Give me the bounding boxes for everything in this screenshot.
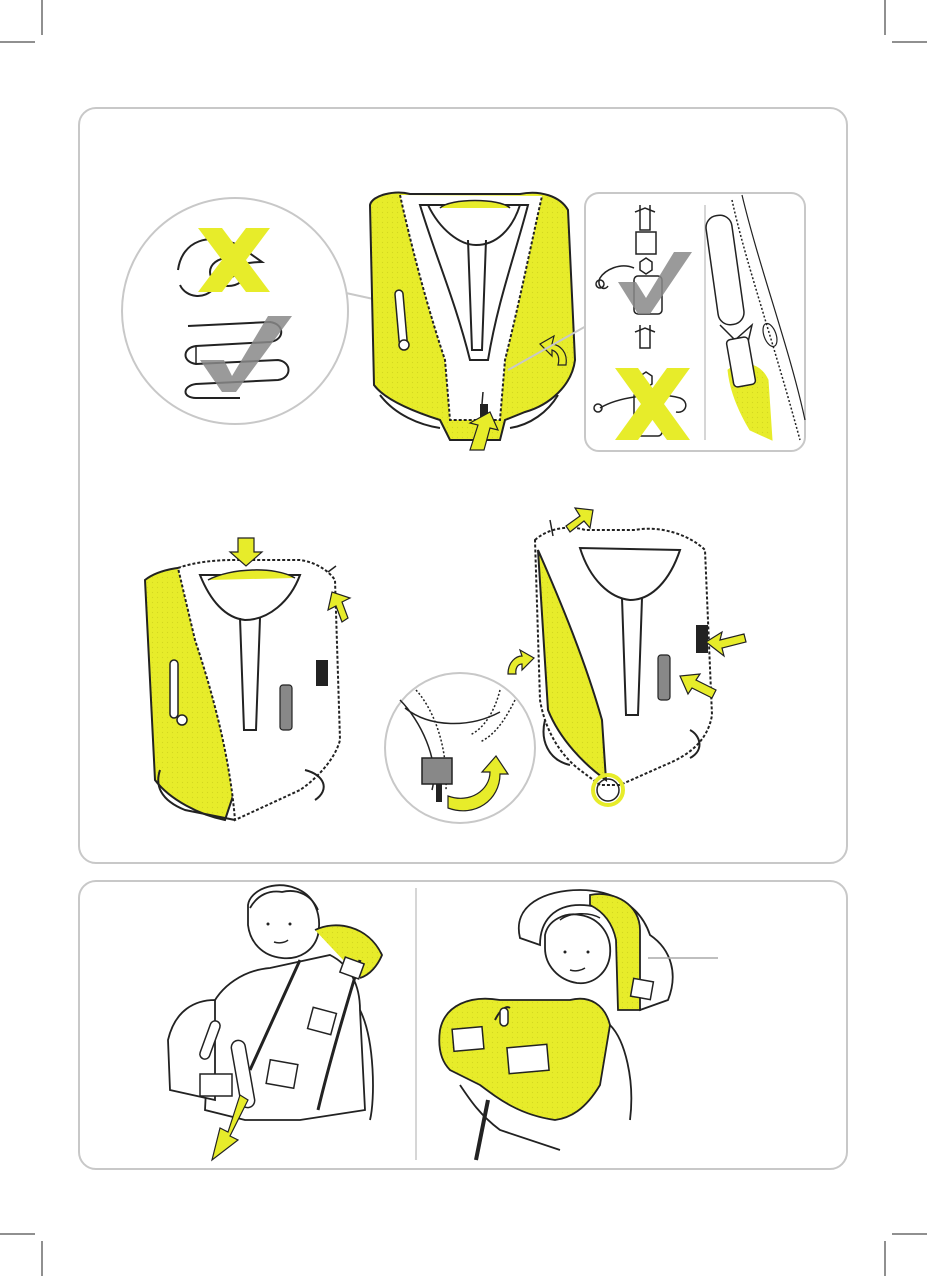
pull-inflation-tab-person	[168, 885, 382, 1120]
fold-method-detail	[122, 198, 378, 424]
arrow-icon	[706, 632, 746, 656]
fold-lobes-lifejacket	[145, 560, 340, 820]
cylinder-lanyard-detail	[585, 193, 805, 451]
close-zip-lifejacket	[535, 520, 712, 805]
packed-lifejacket-front	[370, 193, 575, 440]
inflated-lifejacket-person	[439, 890, 718, 1160]
arrow-icon	[508, 650, 534, 674]
